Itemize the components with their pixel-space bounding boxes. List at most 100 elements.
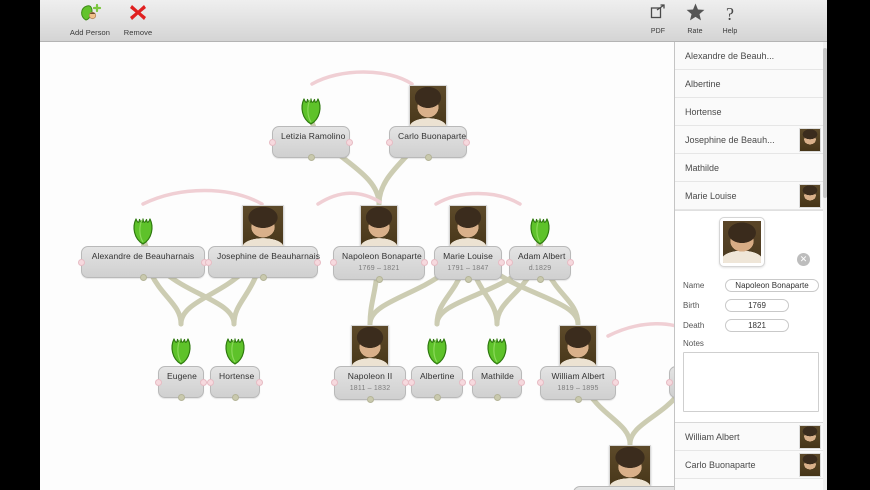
name-input[interactable]: Napoleon Bonaparte [725,279,819,292]
tree-node-alexandre[interactable]: Alexandre de Beauharnais [78,218,208,281]
tree-node-carlo[interactable]: Carlo Buonaparte [386,85,470,161]
node-connector-right[interactable] [518,379,525,386]
node-connector-right[interactable] [567,259,574,266]
node-connector-bottom[interactable] [433,394,441,401]
tree-node-josephine[interactable]: Josephine de Beauharnais [205,205,321,281]
death-input[interactable]: 1821 [725,319,789,332]
node-connector-bottom[interactable] [424,154,432,161]
node-avatar-photo [351,325,389,371]
star-icon [677,3,713,25]
sidebar-item-albertine[interactable]: Albertine [675,70,827,98]
node-connector-bottom[interactable] [366,396,374,403]
node-connector-right[interactable] [314,259,321,266]
node-box[interactable]: Eugene [155,366,207,401]
node-connector-left[interactable] [537,379,544,386]
node-connector-right[interactable] [498,259,505,266]
node-connector-right[interactable] [459,379,466,386]
sidebar-item-hortense[interactable]: Hortense [675,98,827,126]
sidebar-item-mathilde[interactable]: Mathilde [675,154,827,182]
sidebar-item-carlo-buonaparte[interactable]: Carlo Buonaparte [675,451,827,479]
node-connector-left[interactable] [431,259,438,266]
node-connector-bottom[interactable] [139,274,147,281]
remove-photo-icon[interactable]: ✕ [797,253,810,266]
node-connector-left[interactable] [666,379,673,386]
sidebar-scrollbar-thumb[interactable] [823,48,827,198]
node-connector-bottom[interactable] [375,276,383,283]
pdf-button[interactable]: PDF [640,3,676,35]
node-connector-left[interactable] [331,379,338,386]
node-dates: 1811 – 1832 [349,385,391,392]
node-box[interactable]: Albertine [408,366,466,401]
person-photo [409,85,447,131]
add-person-button[interactable]: Add Person [64,3,116,37]
node-box[interactable]: Alfred von Montenuovo1854 – 1927 [573,486,674,490]
remove-button[interactable]: Remove [112,3,164,37]
tree-node-alfred[interactable]: Alfred von Montenuovo1854 – 1927 [573,445,674,490]
node-connector-left[interactable] [408,379,415,386]
tree-node-albertine[interactable]: Albertine [408,338,466,401]
node-connector-right[interactable] [346,139,353,146]
node-connector-right[interactable] [200,379,207,386]
notes-input[interactable] [683,352,819,412]
sidebar-item-william-albert[interactable]: William Albert [675,423,827,451]
sidebar-scrollbar-track[interactable] [823,42,827,490]
node-box[interactable]: Josephine de Beauharnais [205,246,321,281]
node-connector-bottom[interactable] [307,154,315,161]
node-connector-bottom[interactable] [464,276,472,283]
node-box[interactable]: Letizia Ramolino [269,126,353,161]
sidebar-item-josephine-de-beauh[interactable]: Josephine de Beauh... [675,126,827,154]
question-mark-icon: ? [726,4,734,24]
tree-node-eugene[interactable]: Eugene [155,338,207,401]
tree-node-mathilde[interactable]: Mathilde [469,338,525,401]
node-box[interactable]: Alexandre de Beauharnais [78,246,208,281]
node-connector-right[interactable] [463,139,470,146]
node-connector-left[interactable] [207,379,214,386]
sidebar-item-alexandre-de-beauh[interactable]: Alexandre de Beauh... [675,42,827,70]
node-connector-bottom[interactable] [177,394,185,401]
sidebar-item-label: Marie Louise [685,190,737,201]
node-connector-bottom[interactable] [536,276,544,283]
tree-node-juliana[interactable]: Juliana [666,366,674,398]
node-connector-left[interactable] [78,259,85,266]
node-connector-right[interactable] [421,259,428,266]
node-connector-right[interactable] [612,379,619,386]
node-connector-left[interactable] [506,259,513,266]
node-connector-bottom[interactable] [259,274,267,281]
rate-button[interactable]: Rate [677,3,713,35]
tree-node-hortense[interactable]: Hortense [207,338,263,401]
remove-label: Remove [123,28,153,37]
sidebar-item-marie-louise[interactable]: Marie Louise [675,182,827,210]
tree-node-letizia[interactable]: Letizia Ramolino [269,98,353,161]
detail-photo[interactable] [719,217,765,267]
node-connector-left[interactable] [155,379,162,386]
node-connector-right[interactable] [256,379,263,386]
node-connector-left[interactable] [330,259,337,266]
node-box[interactable]: Mathilde [469,366,525,401]
node-name: Albertine [420,371,455,381]
node-connector-left[interactable] [269,139,276,146]
node-connector-bottom[interactable] [574,396,582,403]
birth-input[interactable]: 1769 [725,299,789,312]
node-connector-bottom[interactable] [493,394,501,401]
node-connector-left[interactable] [469,379,476,386]
node-connector-left[interactable] [386,139,393,146]
node-name: Marie Louise [443,251,493,261]
node-connector-left[interactable] [205,259,212,266]
node-box[interactable]: Carlo Buonaparte [386,126,470,161]
node-connector-bottom[interactable] [231,394,239,401]
node-box[interactable]: Hortense [207,366,263,401]
help-button[interactable]: ? Help [712,3,748,35]
